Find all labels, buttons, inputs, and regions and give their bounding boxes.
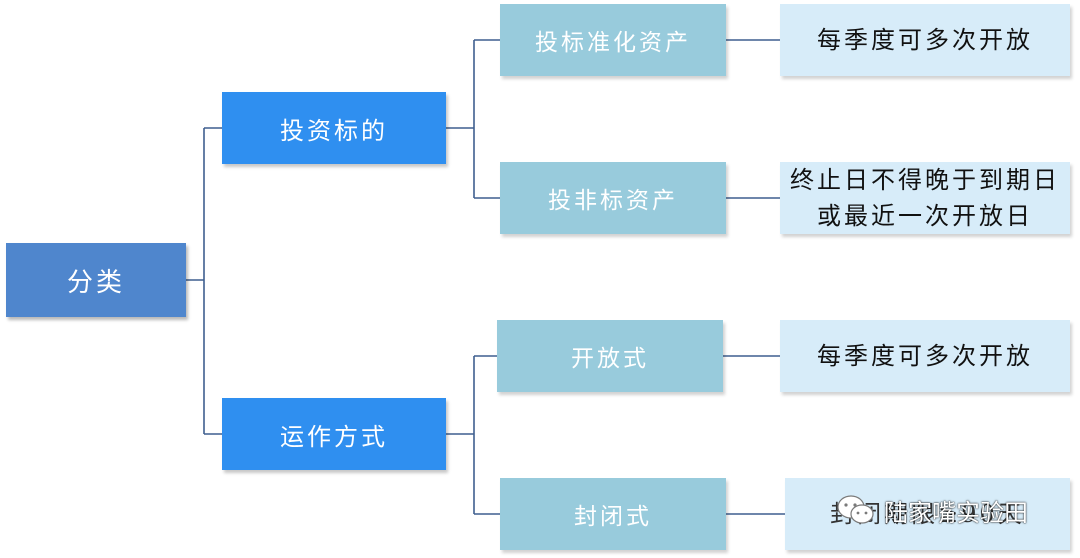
child-node-standard-assets: 投标准化资产 bbox=[500, 4, 726, 76]
connector-root-to-branches bbox=[186, 127, 222, 435]
connector-branch2-to-children bbox=[446, 355, 500, 515]
wechat-icon bbox=[837, 495, 874, 524]
child-node-open-ended: 开放式 bbox=[497, 320, 723, 392]
branch-node-operation-mode: 运作方式 bbox=[222, 398, 446, 470]
detail-node-standard-assets: 每季度可多次开放 bbox=[780, 4, 1070, 76]
child-node-nonstandard-assets: 投非标资产 bbox=[500, 162, 726, 234]
watermark-text: 陆家嘴实验田 bbox=[884, 498, 1028, 527]
branch-node-investment-target: 投资标的 bbox=[222, 92, 446, 164]
detail-node-nonstandard-assets: 终止日不得晚于到期日或最近一次开放日 bbox=[780, 162, 1070, 234]
detail-node-open-ended: 每季度可多次开放 bbox=[780, 320, 1070, 392]
root-node: 分类 bbox=[6, 243, 186, 317]
child-node-closed-ended: 封闭式 bbox=[500, 478, 726, 550]
watermark: 陆家嘴实验田 bbox=[836, 490, 1028, 530]
connector-branch1-to-children bbox=[446, 39, 500, 199]
